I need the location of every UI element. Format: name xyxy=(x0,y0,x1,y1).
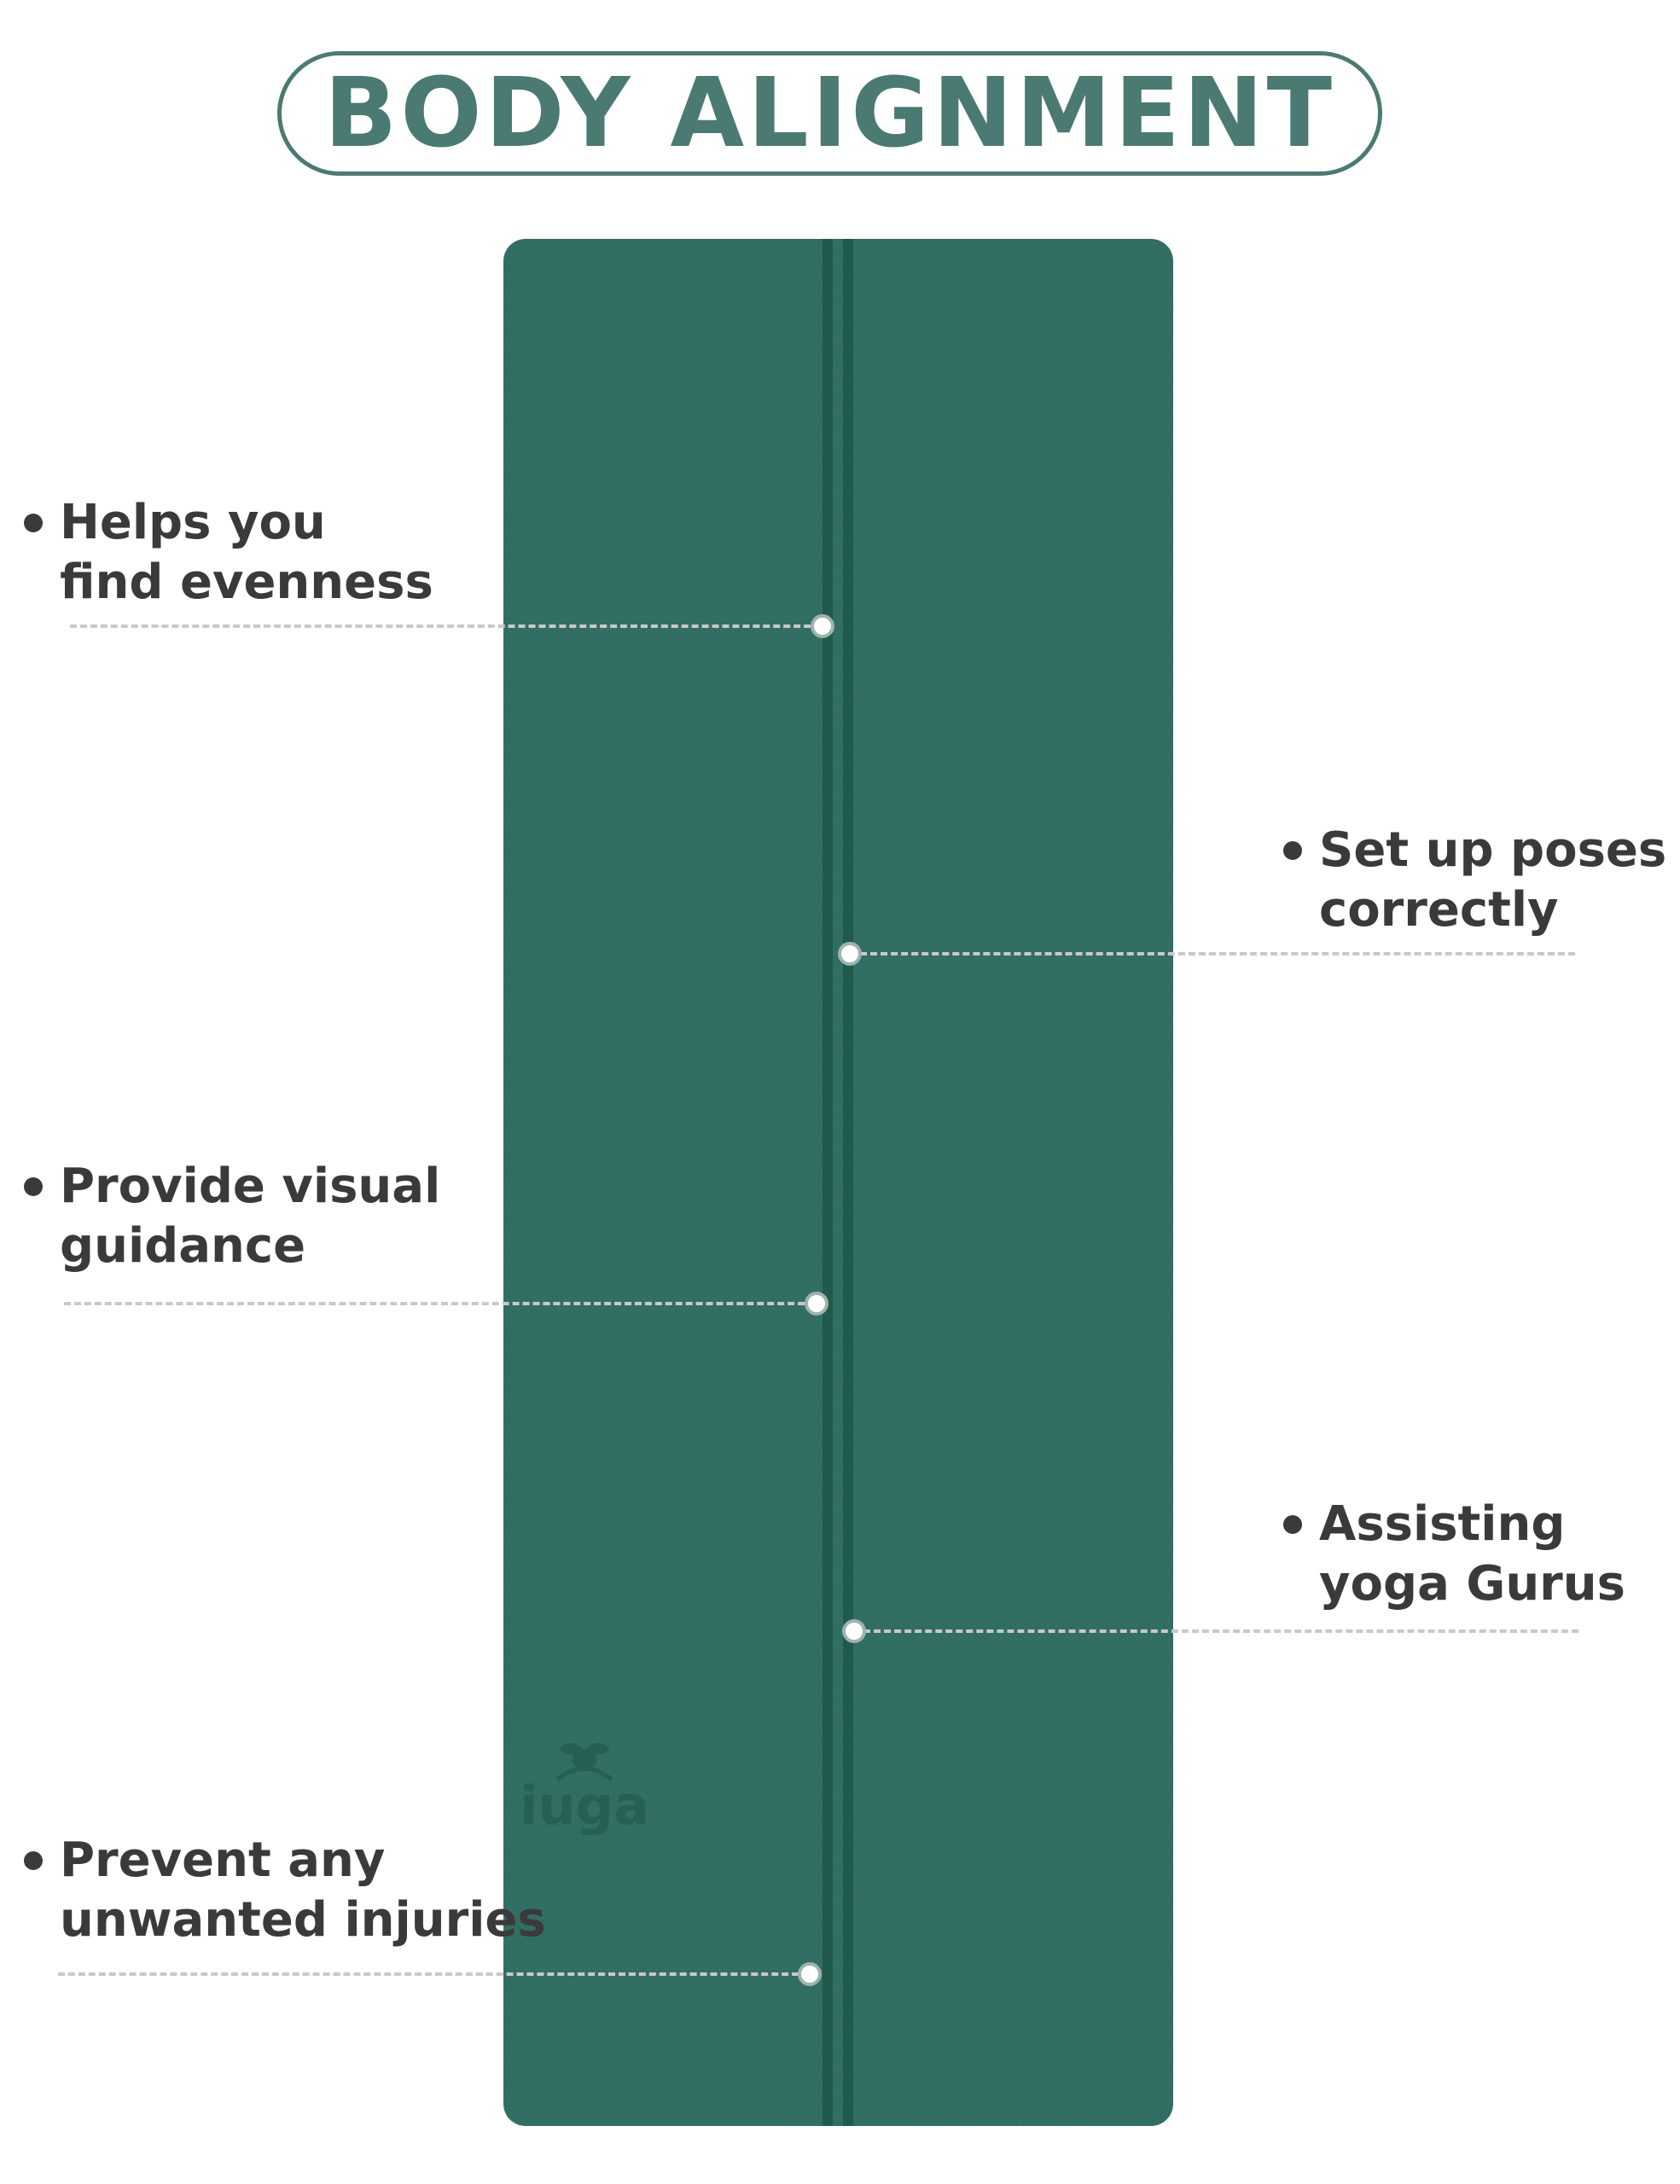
feature-injuries: Prevent any unwanted injuries xyxy=(24,1831,546,1950)
yoga-mat xyxy=(503,239,1173,2126)
title-banner: BODY ALIGNMENT xyxy=(277,51,1382,176)
bird-icon xyxy=(555,1742,613,1781)
feature-line: guidance xyxy=(60,1218,306,1274)
bullet-icon xyxy=(24,1851,43,1870)
brand-logo-text: iuga xyxy=(520,1774,649,1837)
feature-line: Assisting xyxy=(1319,1496,1566,1552)
marker-dot-evenness xyxy=(811,614,834,638)
alignment-line-right xyxy=(843,239,853,2126)
alignment-line-left xyxy=(823,239,833,2126)
leader-line-gurus xyxy=(853,1629,1578,1633)
feature-line: Set up poses xyxy=(1319,822,1667,878)
marker-dot-injuries xyxy=(798,1962,822,1986)
feature-line: Helps you xyxy=(60,495,326,550)
feature-line: unwanted injuries xyxy=(60,1892,546,1948)
bullet-icon xyxy=(1283,841,1302,860)
feature-poses: Set up poses correctly xyxy=(1283,821,1667,940)
brand-logo: iuga xyxy=(512,1732,657,1833)
leader-line-poses xyxy=(850,952,1575,956)
feature-line: yoga Gurus xyxy=(1319,1556,1625,1612)
bullet-icon xyxy=(24,514,43,532)
marker-dot-gurus xyxy=(842,1619,866,1643)
marker-dot-guidance xyxy=(805,1292,828,1316)
bullet-icon xyxy=(24,1177,43,1196)
feature-guidance: Provide visual guidance xyxy=(24,1157,441,1276)
marker-dot-poses xyxy=(838,942,862,966)
feature-line: correctly xyxy=(1319,882,1559,938)
feature-line: Prevent any xyxy=(60,1833,386,1888)
feature-line: find evenness xyxy=(60,555,433,610)
feature-gurus: Assisting yoga Gurus xyxy=(1283,1495,1625,1614)
leader-line-injuries xyxy=(58,1972,809,1976)
bullet-icon xyxy=(1283,1515,1302,1534)
leader-line-guidance xyxy=(64,1302,815,1305)
leader-line-evenness xyxy=(70,624,821,628)
feature-line: Provide visual xyxy=(60,1159,441,1214)
page-title: BODY ALIGNMENT xyxy=(324,58,1335,169)
feature-evenness: Helps you find evenness xyxy=(24,493,433,613)
